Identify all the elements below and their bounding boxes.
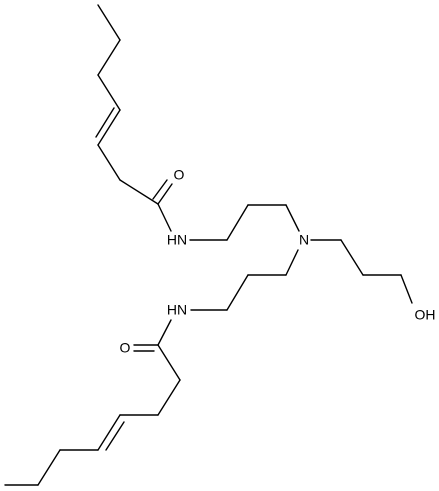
upper-propyl-linker <box>189 204 300 241</box>
bond <box>97 39 121 76</box>
lower-carbonyl-oxygen-label: O <box>120 340 131 356</box>
bond <box>400 274 413 304</box>
bond <box>226 204 249 241</box>
carbonyl-double-bond-inner <box>152 179 168 200</box>
hydroxyl-label: OH <box>415 307 436 323</box>
central-nitrogen-label: N <box>299 232 309 248</box>
bond <box>340 239 364 276</box>
bond <box>119 179 159 205</box>
lower-propyl-linker <box>190 249 299 311</box>
bond <box>37 449 61 486</box>
hydroxypropyl-arm <box>310 239 413 304</box>
double-bond <box>97 414 121 451</box>
double-bond-inner <box>105 421 125 451</box>
carbonyl-double-bond <box>157 183 173 205</box>
upper-acyl-chain <box>95 4 173 232</box>
bond <box>157 379 181 416</box>
bond <box>226 274 249 311</box>
bond <box>97 74 121 111</box>
lower-amide-nh-label: HN <box>167 302 187 318</box>
bond <box>285 204 300 232</box>
bond <box>157 344 181 381</box>
double-bond <box>97 109 121 146</box>
upper-carbonyl-oxygen-label: O <box>174 167 185 183</box>
bond <box>97 144 121 181</box>
double-bond-inner <box>95 107 115 138</box>
bond <box>285 249 299 276</box>
upper-amide-nh-label: HN <box>167 232 187 248</box>
lower-acyl-chain <box>4 319 181 486</box>
amide-bond <box>157 319 172 346</box>
bond <box>97 4 121 41</box>
amide-bond <box>157 203 172 232</box>
